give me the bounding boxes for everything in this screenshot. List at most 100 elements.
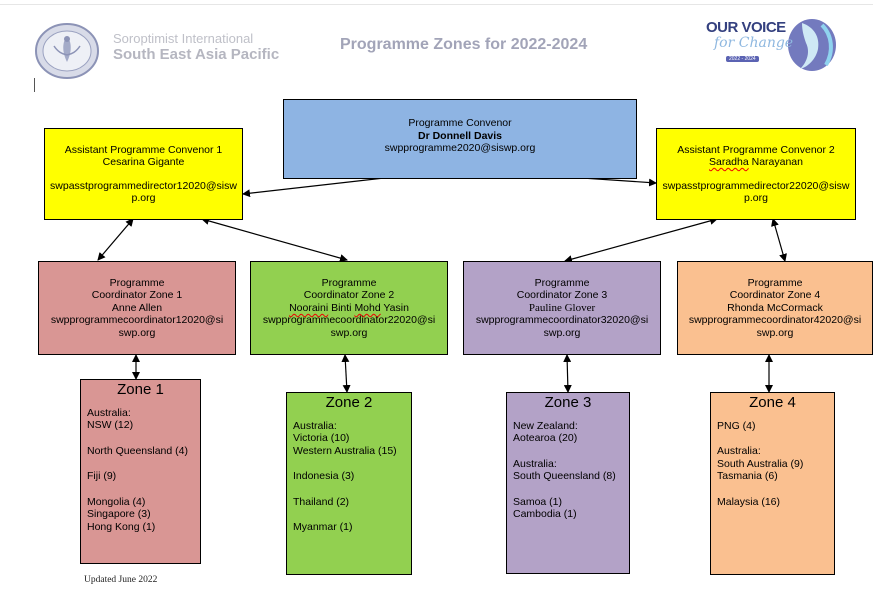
coordinator-zone2-box: Programme Coordinator Zone 2 Nooraini Bi… [250,261,448,355]
zone-entry: North Queensland (4) [87,444,188,457]
top-divider [0,4,873,5]
zone4-list: PNG (4) Australia:South Australia (9)Tasm… [717,420,828,509]
zone-entry: Thailand (2) [293,495,350,508]
assistant2-email-line2: p.org [744,192,768,204]
zone-entry: PNG (4) [717,419,756,432]
updated-note: Updated June 2022 [84,575,158,585]
arrow-assistant2-coord3 [564,217,718,263]
soroptimist-logo [35,23,99,79]
arrow-assistant1-coord2 [201,217,348,262]
coord3-line1: Programme [534,276,590,289]
zone-spacer [717,483,828,496]
our-voice-logo: OUR VOICE for Change 2022 - 2024 [702,15,836,73]
assistant1-role: Assistant Programme Convenor 1 [64,143,223,156]
convenor-email: swpprogramme2020@siswp.org [384,142,536,154]
page-title: Programme Zones for 2022-2024 [340,36,588,53]
assistant2-name: Saradha Narayanan [709,156,803,168]
coord2-email-line1: swpprogrammecoordinator22020@si [262,314,436,327]
coord4-line1: Programme [747,276,803,289]
coord4-line2: Coordinator Zone 4 [729,289,821,302]
org-name-line2: South East Asia Pacific [113,46,280,63]
zone-entry: Indonesia (3) [293,470,355,482]
zone-entry: New Zealand: [513,419,578,432]
our-voice-text: OUR VOICE [706,19,786,36]
assistant2-role: Assistant Programme Convenor 2 [677,143,835,156]
zone-entry: Samoa (1) [513,495,563,508]
coord1-name: Anne Allen [111,301,163,314]
coord2-name: Nooraini Binti Mohd Yasin [289,301,409,314]
assistant1-email-line1: swpasstprogrammedirector12020@sisw [50,179,237,192]
assistant2-box: Assistant Programme Convenor 2 Saradha N… [656,128,856,220]
arrow-coord2-zone2 [341,354,351,393]
zone-entry: South Queensland (8) [513,470,616,482]
coord4-email-line1: swpprogrammecoordinator42020@si [688,314,862,327]
zone-entry: South Australia (9) [717,457,804,470]
years-badge: 2022 - 2024 [726,56,759,62]
coordinator-zone1-box: Programme Coordinator Zone 1 Anne Allen … [38,261,236,355]
convenor-role: Programme Convenor [408,117,512,129]
zone3-list: New Zealand:Aotearoa (20) Australia:South… [513,420,623,521]
zone-entry: Australia: [293,419,337,432]
zone-spacer [293,508,405,521]
zone-spacer [513,483,623,496]
zone-spacer [293,483,405,496]
zone-entry: Tasmania (6) [717,470,778,482]
coord1-email-line1: swpprogrammecoordinator12020@si [50,314,224,327]
zone3-title: Zone 3 [544,394,592,411]
convenor-name: Dr Donnell Davis [417,129,503,142]
coordinator-zone4-box: Programme Coordinator Zone 4 Rhonda McCo… [677,261,873,355]
org-name-line1: Soroptimist International [113,31,254,46]
assistant1-email-line2: p.org [131,192,156,204]
zone-entry: NSW (12) [87,419,134,431]
for-change-text: for Change [714,35,794,51]
coord3-line2: Coordinator Zone 3 [516,289,608,302]
zone1-box: Zone 1 Australia:NSW (12) North Queenslan… [80,379,201,564]
coord4-email-line2: swp.org [756,326,794,339]
zone4-title: Zone 4 [749,394,796,411]
coord3-name: Pauline Glover [528,301,596,314]
logo-rule [34,78,35,92]
zone-entry: Aotearoa (20) [513,432,578,444]
assistant2-email-line1: swpasstprogrammedirector22020@sisw [662,179,850,192]
zone-spacer [293,457,405,470]
zone-spacer [87,483,194,496]
zone-entry: Mongolia (4) [87,495,146,508]
arrow-coord3-zone3 [563,354,572,393]
zone-spacer [513,445,623,458]
arrow-assistant1-coord1 [97,218,134,261]
coord4-name: Rhonda McCormack [727,301,823,314]
zone-entry: Cambodia (1) [513,508,577,520]
coord1-line1: Programme [109,276,165,289]
zone-entry: Australia: [87,406,131,419]
zone1-list: Australia:NSW (12) North Queensland (4) Fi… [87,407,194,534]
coord2-line1: Programme [321,276,377,289]
coord2-line2: Coordinator Zone 2 [303,289,395,302]
zone-entry: Australia: [717,445,761,457]
coordinator-zone3-box: Programme Coordinator Zone 3 Pauline Glo… [463,261,661,355]
coord1-line2: Coordinator Zone 1 [91,289,183,302]
zone-spacer [87,432,194,445]
arrow-assistant2-coord4 [771,218,787,262]
zone-entry: Australia: [513,457,557,470]
convenor-box: Programme Convenor Dr Donnell Davis swpp… [283,99,637,179]
coord2-email-line2: swp.org [330,326,368,339]
zone3-box: Zone 3 New Zealand:Aotearoa (20) Australi… [506,392,630,574]
zone-spacer [717,432,828,445]
coord3-email-line1: swpprogrammecoordinator32020@si [475,314,649,327]
zone-entry: Fiji (9) [87,470,117,482]
zone-entry: Singapore (3) [87,508,151,520]
zone-entry: Victoria (10) [293,432,350,444]
zone1-title: Zone 1 [117,381,164,398]
coord1-email-line2: swp.org [118,326,156,339]
zone2-title: Zone 2 [325,394,373,411]
zone2-box: Zone 2 Australia:Victoria (10)Western Au… [286,392,412,575]
zone-entry: Myanmar (1) [293,521,353,533]
coord3-email-line2: swp.org [543,326,581,339]
zone-spacer [87,457,194,470]
zone-entry: Malaysia (16) [717,495,781,508]
zone-entry: Western Australia (15) [293,444,397,457]
zone-entry: Hong Kong (1) [87,520,156,533]
assistant1-box: Assistant Programme Convenor 1 Cesarina … [44,128,243,220]
zone4-box: Zone 4 PNG (4) Australia:South Australia … [710,392,835,575]
assistant1-name: Cesarina Gigante [102,156,185,168]
